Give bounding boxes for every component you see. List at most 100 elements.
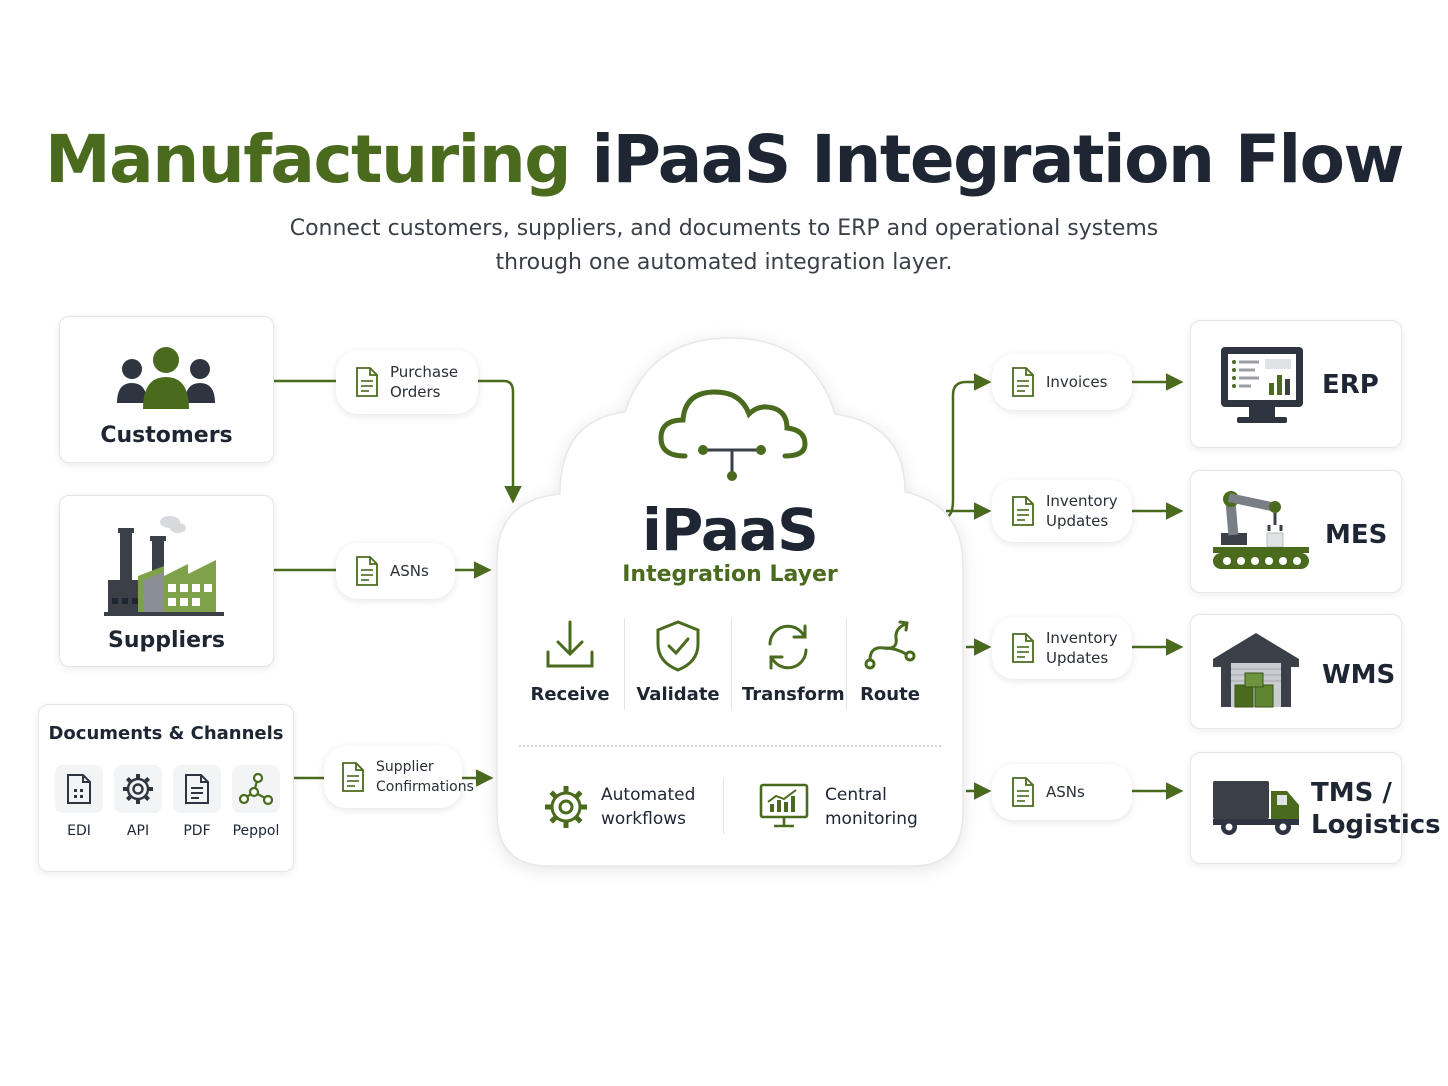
route-icon <box>864 620 916 670</box>
documents-channels-card[interactable]: Documents & Channels EDI API PDF Peppol <box>38 704 294 872</box>
flow-inv-mes-line2: Updates <box>1046 512 1109 530</box>
flow-supplier-confirmations-line1: Supplier <box>376 759 434 775</box>
arrow-po-to-hub <box>478 379 522 504</box>
edi-file-icon <box>67 774 91 804</box>
feature-central-line2: monitoring <box>825 809 918 829</box>
step-route[interactable]: Route <box>852 618 928 705</box>
destination-tms-line2: Logistics <box>1311 810 1441 840</box>
feature-automated-workflows: Automated workflows <box>601 783 695 831</box>
document-icon <box>356 556 378 586</box>
flow-purchase-orders-line2: Orders <box>390 383 441 401</box>
channel-peppol[interactable]: Peppol <box>228 765 284 839</box>
destination-erp-label: ERP <box>1322 369 1379 401</box>
document-icon <box>1012 777 1034 807</box>
destination-tms-label: TMS / Logistics <box>1311 777 1441 841</box>
document-icon <box>1012 633 1034 663</box>
factory-icon <box>104 516 224 616</box>
channel-api-label: API <box>126 823 150 839</box>
documents-channels-title: Documents & Channels <box>48 723 284 744</box>
flow-inv-wms-line1: Inventory <box>1046 629 1118 647</box>
subtitle-line-1: Connect customers, suppliers, and docume… <box>289 216 1159 241</box>
suppliers-label: Suppliers <box>108 628 225 653</box>
customers-card[interactable]: Customers <box>59 316 274 463</box>
gear-icon <box>545 786 587 828</box>
channel-pdf-label: PDF <box>183 823 211 839</box>
hub-dotted-divider <box>519 745 941 747</box>
step-divider <box>624 618 625 710</box>
channel-edi-label: EDI <box>67 823 91 839</box>
step-transform-label: Transform <box>742 684 845 705</box>
step-validate-label: Validate <box>636 684 720 705</box>
document-icon <box>1012 496 1034 526</box>
destination-wms[interactable]: WMS <box>1190 614 1402 729</box>
shield-check-icon <box>656 620 700 672</box>
pdf-file-icon <box>185 774 209 804</box>
step-transform[interactable]: Transform <box>742 618 845 705</box>
destination-tms-line1: TMS / <box>1311 778 1392 808</box>
channel-edi[interactable]: EDI <box>51 765 107 839</box>
flow-asns-outbound[interactable]: ASNs <box>992 764 1132 820</box>
step-validate[interactable]: Validate <box>636 618 720 705</box>
flow-invoices[interactable]: Invoices <box>992 354 1132 410</box>
destination-mes[interactable]: MES <box>1190 470 1402 593</box>
feature-automated-line2: workflows <box>601 809 687 829</box>
customers-label: Customers <box>100 423 233 448</box>
destination-wms-label: WMS <box>1322 659 1395 691</box>
step-route-label: Route <box>860 684 920 705</box>
flow-asns-inbound[interactable]: ASNs <box>336 543 455 599</box>
destination-tms[interactable]: TMS / Logistics <box>1190 752 1441 864</box>
flow-asns-inbound-label: ASNs <box>390 562 429 580</box>
destination-erp-line1: ERP <box>1322 370 1379 400</box>
step-receive[interactable]: Receive <box>528 618 612 705</box>
page-subtitle: Connect customers, suppliers, and docume… <box>0 212 1448 280</box>
step-receive-label: Receive <box>530 684 610 705</box>
channel-api[interactable]: API <box>110 765 166 839</box>
refresh-icon <box>768 624 808 670</box>
hub-name: iPaaS <box>642 496 819 564</box>
destination-mes-label: MES <box>1325 519 1387 551</box>
document-icon <box>342 762 364 792</box>
document-icon <box>1012 367 1034 397</box>
robot-arm-icon <box>1213 491 1309 569</box>
arrow-hub-to-invoices <box>944 373 992 520</box>
network-icon <box>239 772 273 806</box>
document-icon <box>356 367 378 397</box>
channel-pdf[interactable]: PDF <box>169 765 225 839</box>
destination-mes-line1: MES <box>1325 520 1388 550</box>
flow-invoices-label: Invoices <box>1046 373 1108 391</box>
cloud-network-icon <box>658 389 808 481</box>
download-icon <box>546 620 594 668</box>
step-divider <box>731 618 732 710</box>
destination-erp[interactable]: ERP <box>1190 320 1402 448</box>
title-main: iPaaS Integration Flow <box>591 121 1404 198</box>
title-accent: Manufacturing <box>45 121 572 198</box>
destination-wms-line1: WMS <box>1322 660 1396 690</box>
channel-peppol-label: Peppol <box>232 823 280 839</box>
monitor-chart-icon <box>759 783 809 828</box>
truck-icon <box>1213 781 1299 835</box>
flow-purchase-orders-line1: Purchase <box>390 363 459 381</box>
flow-supplier-confirmations-line2: Confirmations <box>376 779 474 795</box>
people-icon <box>117 347 215 409</box>
warehouse-icon <box>1213 633 1299 708</box>
flow-inv-wms-line2: Updates <box>1046 649 1109 667</box>
feature-automated-line1: Automated <box>601 785 696 805</box>
feature-central-monitoring: Central monitoring <box>825 783 918 831</box>
flow-asns-outbound-label: ASNs <box>1046 783 1085 801</box>
step-divider <box>846 618 847 710</box>
hub-subtitle: Integration Layer <box>622 562 838 587</box>
suppliers-card[interactable]: Suppliers <box>59 495 274 667</box>
page-title: Manufacturing iPaaS Integration Flow <box>0 120 1448 200</box>
feature-divider <box>723 778 724 834</box>
monitor-dashboard-icon <box>1221 347 1303 423</box>
gear-icon <box>123 774 153 804</box>
subtitle-line-2: through one automated integration layer. <box>495 250 953 275</box>
feature-central-line1: Central <box>825 785 887 805</box>
flow-inv-mes-line1: Inventory <box>1046 492 1118 510</box>
